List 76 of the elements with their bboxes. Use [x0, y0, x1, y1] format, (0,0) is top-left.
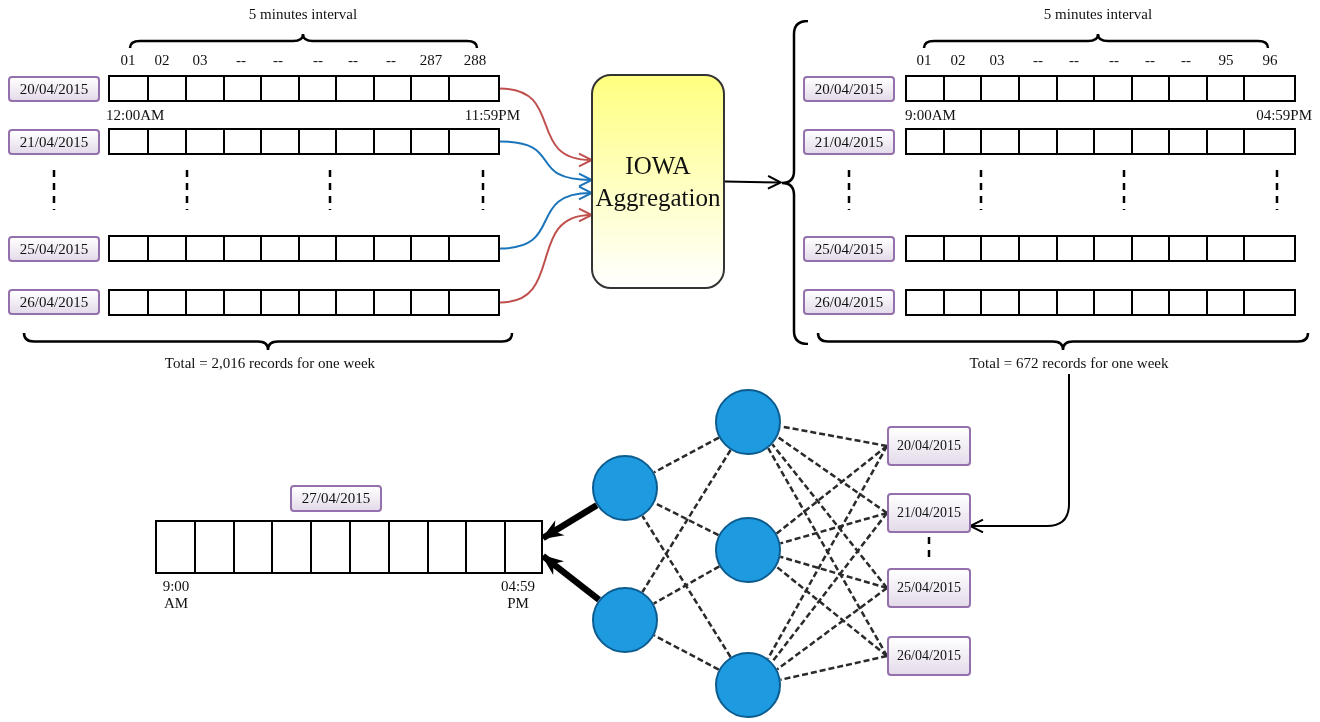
- neuron-circle: [715, 652, 781, 718]
- time-slot-bar: [108, 128, 500, 155]
- arrow: [499, 140, 593, 187]
- connection-line: [776, 435, 888, 515]
- arrow: [499, 87, 593, 167]
- total-text: Total = 672 records for one week: [949, 355, 1189, 374]
- time-label: 9:00 AM: [161, 578, 191, 611]
- interval-label: 5 minutes interval: [1043, 6, 1153, 23]
- slot-number: 02: [950, 52, 966, 69]
- total-text: Total = 2,016 records for one week: [164, 355, 376, 372]
- date-tag: 20/04/2015: [887, 426, 971, 466]
- date-tag: 26/04/2015: [8, 289, 100, 315]
- date-tag: 21/04/2015: [8, 129, 100, 155]
- slot-number: --: [273, 52, 283, 69]
- slot-number: 03: [192, 52, 208, 69]
- connection-line: [653, 436, 720, 474]
- date-tag: 26/04/2015: [887, 636, 971, 676]
- time-slot-bar: [108, 75, 500, 102]
- slot-number: --: [1069, 52, 1079, 69]
- slot-number: --: [313, 52, 323, 69]
- slot-number: 287: [419, 52, 443, 69]
- arrow: [724, 174, 782, 190]
- time-slot-bar: [905, 235, 1296, 262]
- interval-label: 5 minutes interval: [248, 6, 358, 23]
- arrow: [969, 373, 1070, 534]
- slot-number: --: [1109, 52, 1119, 69]
- slot-number: --: [1033, 52, 1043, 69]
- slot-number: 288: [463, 52, 487, 69]
- slot-number: 03: [989, 52, 1005, 69]
- date-tag: 26/04/2015: [803, 289, 895, 315]
- slot-number: --: [386, 52, 396, 69]
- connection-line: [653, 565, 720, 605]
- time-slot-bar: [108, 235, 500, 262]
- slot-number: --: [1145, 52, 1155, 69]
- neuron-circle: [592, 587, 658, 653]
- slot-number: 01: [916, 52, 932, 69]
- date-tag: 25/04/2015: [803, 236, 895, 262]
- slot-number: 01: [120, 52, 136, 69]
- arrow: [499, 209, 593, 304]
- time-label: 12:00AM: [106, 107, 165, 124]
- date-tag: 21/04/2015: [803, 129, 895, 155]
- slot-number: --: [1181, 52, 1191, 69]
- time-label: 04:59PM: [1256, 107, 1312, 124]
- time-slot-bar: [155, 520, 543, 574]
- time-label: 9:00AM: [905, 107, 956, 124]
- date-tag: 21/04/2015: [887, 493, 971, 533]
- slot-number: 02: [154, 52, 170, 69]
- connection-line: [775, 565, 888, 657]
- connection-line: [775, 445, 888, 535]
- time-label: 04:59 PM: [499, 578, 537, 611]
- slot-number: --: [348, 52, 358, 69]
- curly-brace: [780, 20, 808, 345]
- slot-number: --: [236, 52, 246, 69]
- time-slot-bar: [905, 75, 1296, 102]
- slot-number: 95: [1218, 52, 1234, 69]
- connection-line: [770, 512, 888, 664]
- connection-line: [776, 587, 888, 671]
- time-label: 11:59PM: [464, 107, 520, 124]
- connection-line: [641, 449, 732, 593]
- arrow: [499, 186, 593, 250]
- neuron-circle: [715, 389, 781, 455]
- process-box: IOWA Aggregation: [591, 74, 725, 289]
- neuron-circle: [592, 455, 658, 521]
- time-slot-bar: [905, 128, 1296, 155]
- connection-line: [641, 515, 732, 658]
- date-tag: 20/04/2015: [8, 76, 100, 102]
- slot-number: 96: [1262, 52, 1278, 69]
- connection-line: [780, 511, 888, 545]
- time-slot-bar: [905, 289, 1296, 316]
- connection-line: [771, 443, 888, 589]
- date-tag: 27/04/2015: [290, 485, 382, 512]
- date-tag: 25/04/2015: [887, 568, 971, 608]
- time-slot-bar: [108, 289, 500, 316]
- date-tag: 25/04/2015: [8, 236, 100, 262]
- date-tag: 20/04/2015: [803, 76, 895, 102]
- connection-line: [779, 555, 888, 590]
